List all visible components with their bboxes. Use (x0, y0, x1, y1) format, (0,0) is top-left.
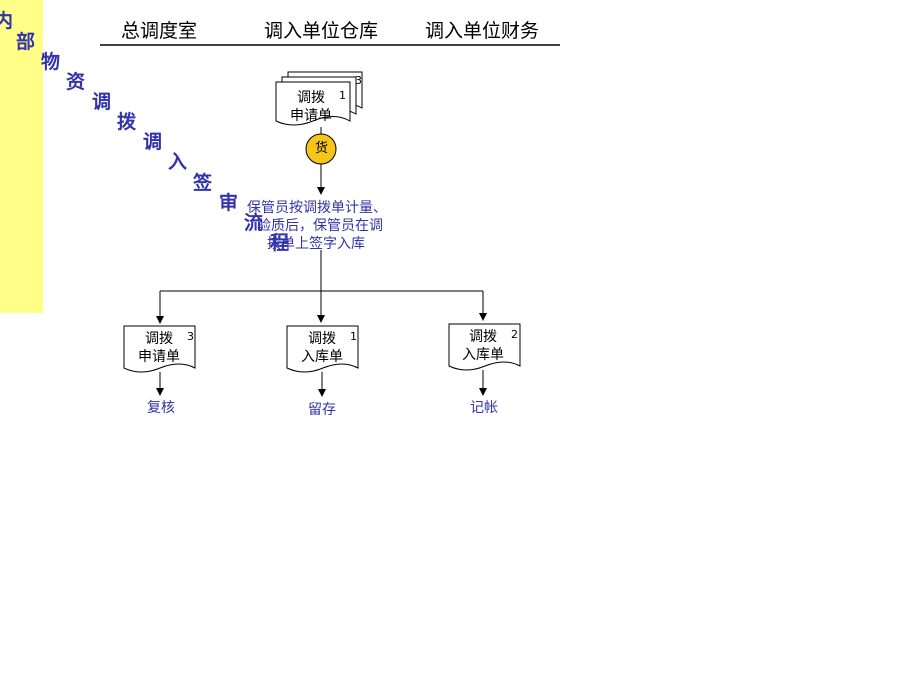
doc-left-number: 3 (187, 330, 194, 343)
action-retain: 留存 (308, 402, 336, 418)
title-char: 拨 (117, 111, 137, 133)
title-char: 流 (244, 212, 264, 234)
doc-left-line1: 调拨 (145, 331, 173, 347)
sidebar-title-panel (0, 0, 43, 313)
note-line-3: 拨单上签字入库 (267, 236, 365, 252)
top-document-stack (275, 71, 363, 126)
title-char: 部 (16, 31, 36, 53)
action-record: 记帐 (470, 400, 498, 416)
doc-center-line2: 入库单 (301, 349, 343, 365)
doc-center-line1: 调拨 (308, 331, 336, 347)
column-header-warehouse: 调入单位仓库 (264, 20, 379, 42)
doc-center-number: 1 (350, 330, 357, 343)
title-char: 签 (193, 172, 213, 194)
doc-right-line2: 入库单 (462, 347, 504, 363)
title-char: 资 (66, 71, 86, 93)
action-review: 复核 (147, 400, 175, 416)
doc-right-line1: 调拨 (469, 329, 497, 345)
title-char: 物 (41, 51, 61, 73)
doc-left-line2: 申请单 (138, 349, 180, 365)
doc-center (286, 325, 359, 373)
title-char: 内 (0, 10, 14, 32)
title-char: 程 (270, 232, 290, 254)
note-line-2: 验质后，保管员在调 (257, 218, 383, 234)
title-char: 调 (143, 131, 163, 153)
note-line-1: 保管员按调拨单计量、 (247, 200, 387, 216)
doc-left (123, 325, 196, 373)
title-char: 入 (168, 151, 188, 173)
top-doc-label-line2: 申请单 (290, 108, 332, 124)
top-doc-stack-number: 3 (355, 74, 362, 87)
title-char: 审 (219, 192, 239, 214)
title-char: 调 (92, 91, 112, 113)
top-doc-label-line1: 调拨 (297, 90, 325, 106)
top-doc-number: 1 (339, 89, 346, 102)
goods-label: 货 (315, 141, 329, 156)
doc-right (448, 323, 521, 371)
doc-right-number: 2 (511, 328, 518, 341)
column-header-dispatch: 总调度室 (121, 20, 198, 42)
column-header-finance: 调入单位财务 (425, 20, 540, 42)
